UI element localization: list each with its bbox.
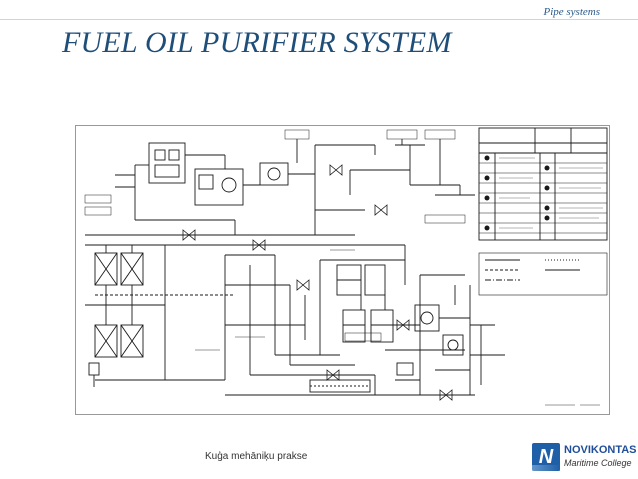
footer-caption: Kuģa mehāniķu prakse [205,451,308,462]
piping-schematic-diagram [75,125,610,415]
college-logo: N NOVIKONTAS Maritime College [532,441,637,475]
title-rule [0,19,638,20]
logo-mark: N [532,443,560,471]
schematic-drawing [75,125,610,415]
logo-subtitle: Maritime College [564,458,632,468]
section-label: Pipe systems [543,6,600,18]
logo-name: NOVIKONTAS [564,444,637,456]
slide-title: FUEL OIL PURIFIER SYSTEM [62,26,452,59]
